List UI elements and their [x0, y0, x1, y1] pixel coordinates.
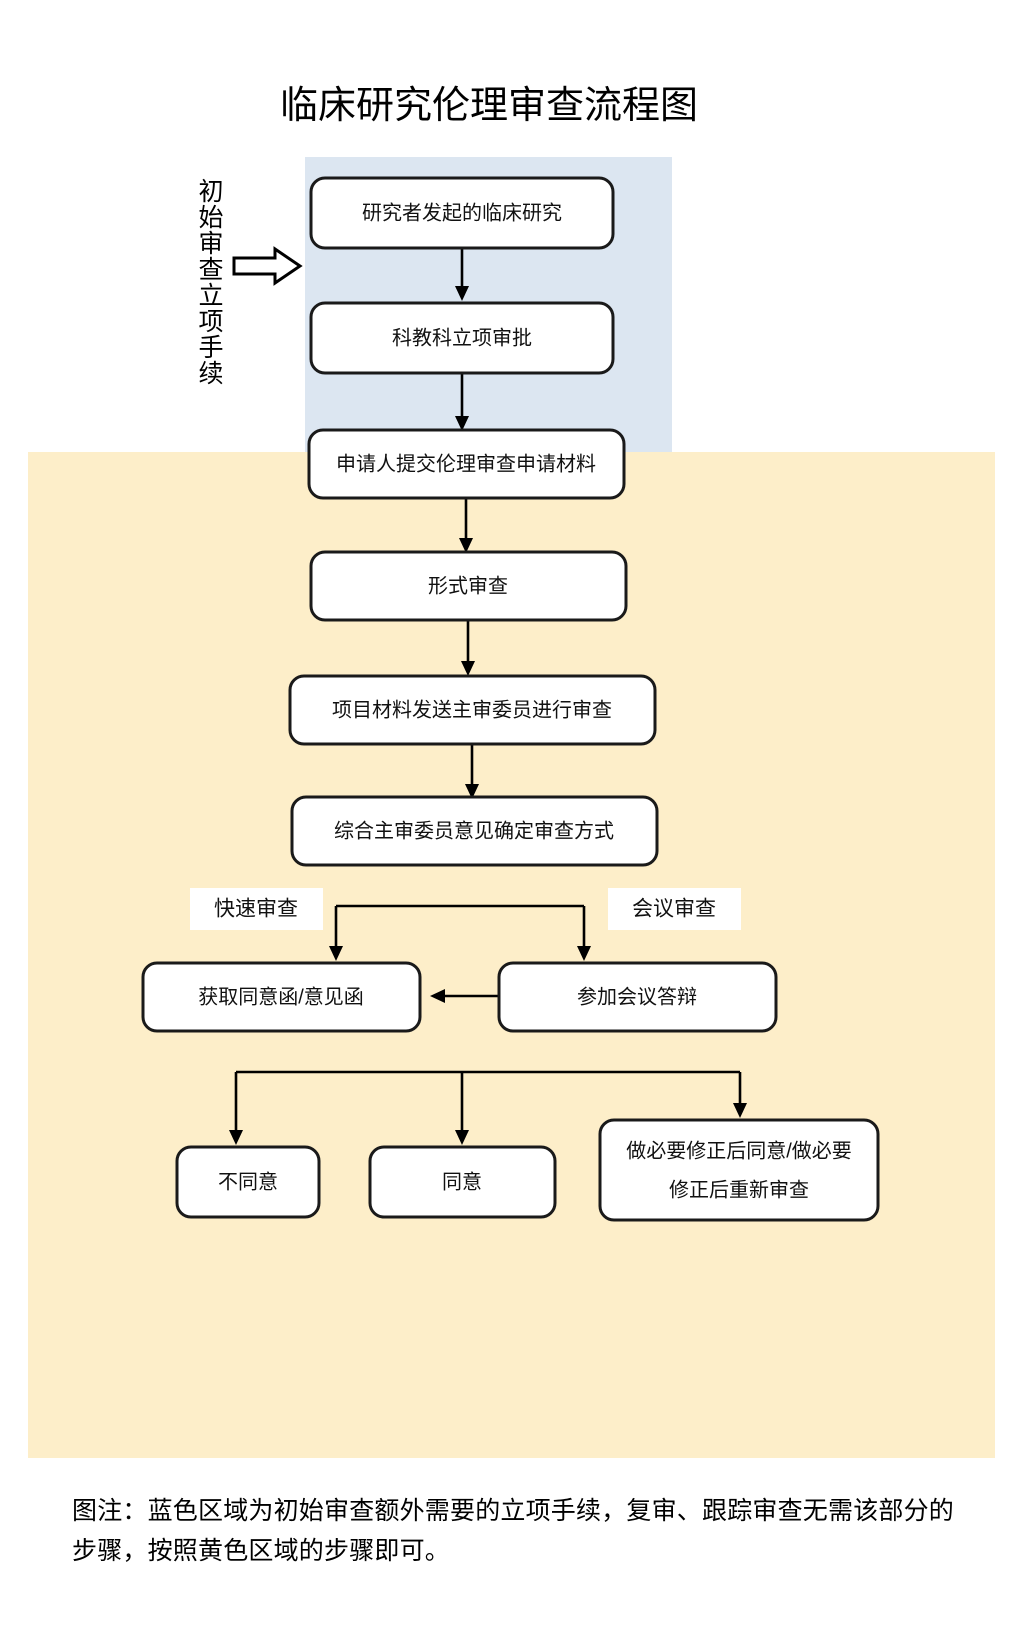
node-n8[interactable]: 参加会议答辩 — [497, 961, 778, 1033]
node-n9[interactable]: 不同意 — [175, 1145, 321, 1219]
connector-n7-outcomes — [229, 1070, 747, 1145]
node-n4[interactable]: 形式审查 — [309, 550, 628, 622]
connector-n1-n2 — [455, 247, 469, 301]
node-n5[interactable]: 项目材料发送主审委员进行审查 — [288, 674, 657, 746]
node-n7[interactable]: 获取同意函/意见函 — [141, 961, 422, 1033]
node-n4-label: 形式审查 — [428, 574, 508, 597]
node-n8-label: 参加会议答辩 — [577, 985, 697, 1008]
node-n3[interactable]: 申请人提交伦理审查申请材料 — [307, 428, 626, 500]
node-n5-label: 项目材料发送主审委员进行审查 — [332, 698, 612, 721]
node-n1[interactable]: 研究者发起的临床研究 — [309, 176, 615, 250]
connector-n2-n3 — [455, 374, 469, 431]
node-n11[interactable]: 做必要修正后同意/做必要 修正后重新审查 — [598, 1118, 880, 1222]
connector-n4-n5 — [461, 620, 475, 676]
branch-label-meeting-text: 会议审查 — [632, 898, 716, 921]
node-n1-label: 研究者发起的临床研究 — [362, 201, 562, 224]
node-n3-label: 申请人提交伦理审查申请材料 — [336, 452, 596, 475]
branch-label-fast: 快速审查 — [190, 888, 323, 930]
right-arrow-icon — [232, 246, 303, 286]
connector-n8-n7 — [430, 989, 500, 1003]
connector-n6-split — [329, 904, 591, 961]
figure-caption: 图注：蓝色区域为初始审查额外需要的立项手续，复审、跟踪审查无需该部分的步骤，按照… — [72, 1497, 955, 1565]
node-n9-label: 不同意 — [218, 1170, 278, 1193]
connector-n5-n6 — [465, 744, 479, 799]
node-n10[interactable]: 同意 — [368, 1145, 557, 1219]
node-n2-label: 科教科立项审批 — [392, 326, 532, 349]
node-n10-label: 同意 — [442, 1170, 482, 1193]
side-label-initial-review: 初始审查立项手续 — [195, 178, 223, 386]
node-n11-label-line2: 修正后重新审查 — [669, 1178, 809, 1201]
connector-n3-n4 — [459, 498, 473, 553]
node-n11-label-line1: 做必要修正后同意/做必要 — [626, 1139, 852, 1162]
node-n6-label: 综合主审委员意见确定审查方式 — [334, 819, 614, 842]
node-n7-label: 获取同意函/意见函 — [198, 985, 364, 1008]
branch-label-meeting: 会议审查 — [608, 888, 741, 930]
branch-label-fast-text: 快速审查 — [214, 898, 298, 921]
node-n6[interactable]: 综合主审委员意见确定审查方式 — [290, 795, 659, 867]
node-n2[interactable]: 科教科立项审批 — [309, 301, 615, 375]
page-title: 临床研究伦理审查流程图 — [280, 85, 698, 127]
